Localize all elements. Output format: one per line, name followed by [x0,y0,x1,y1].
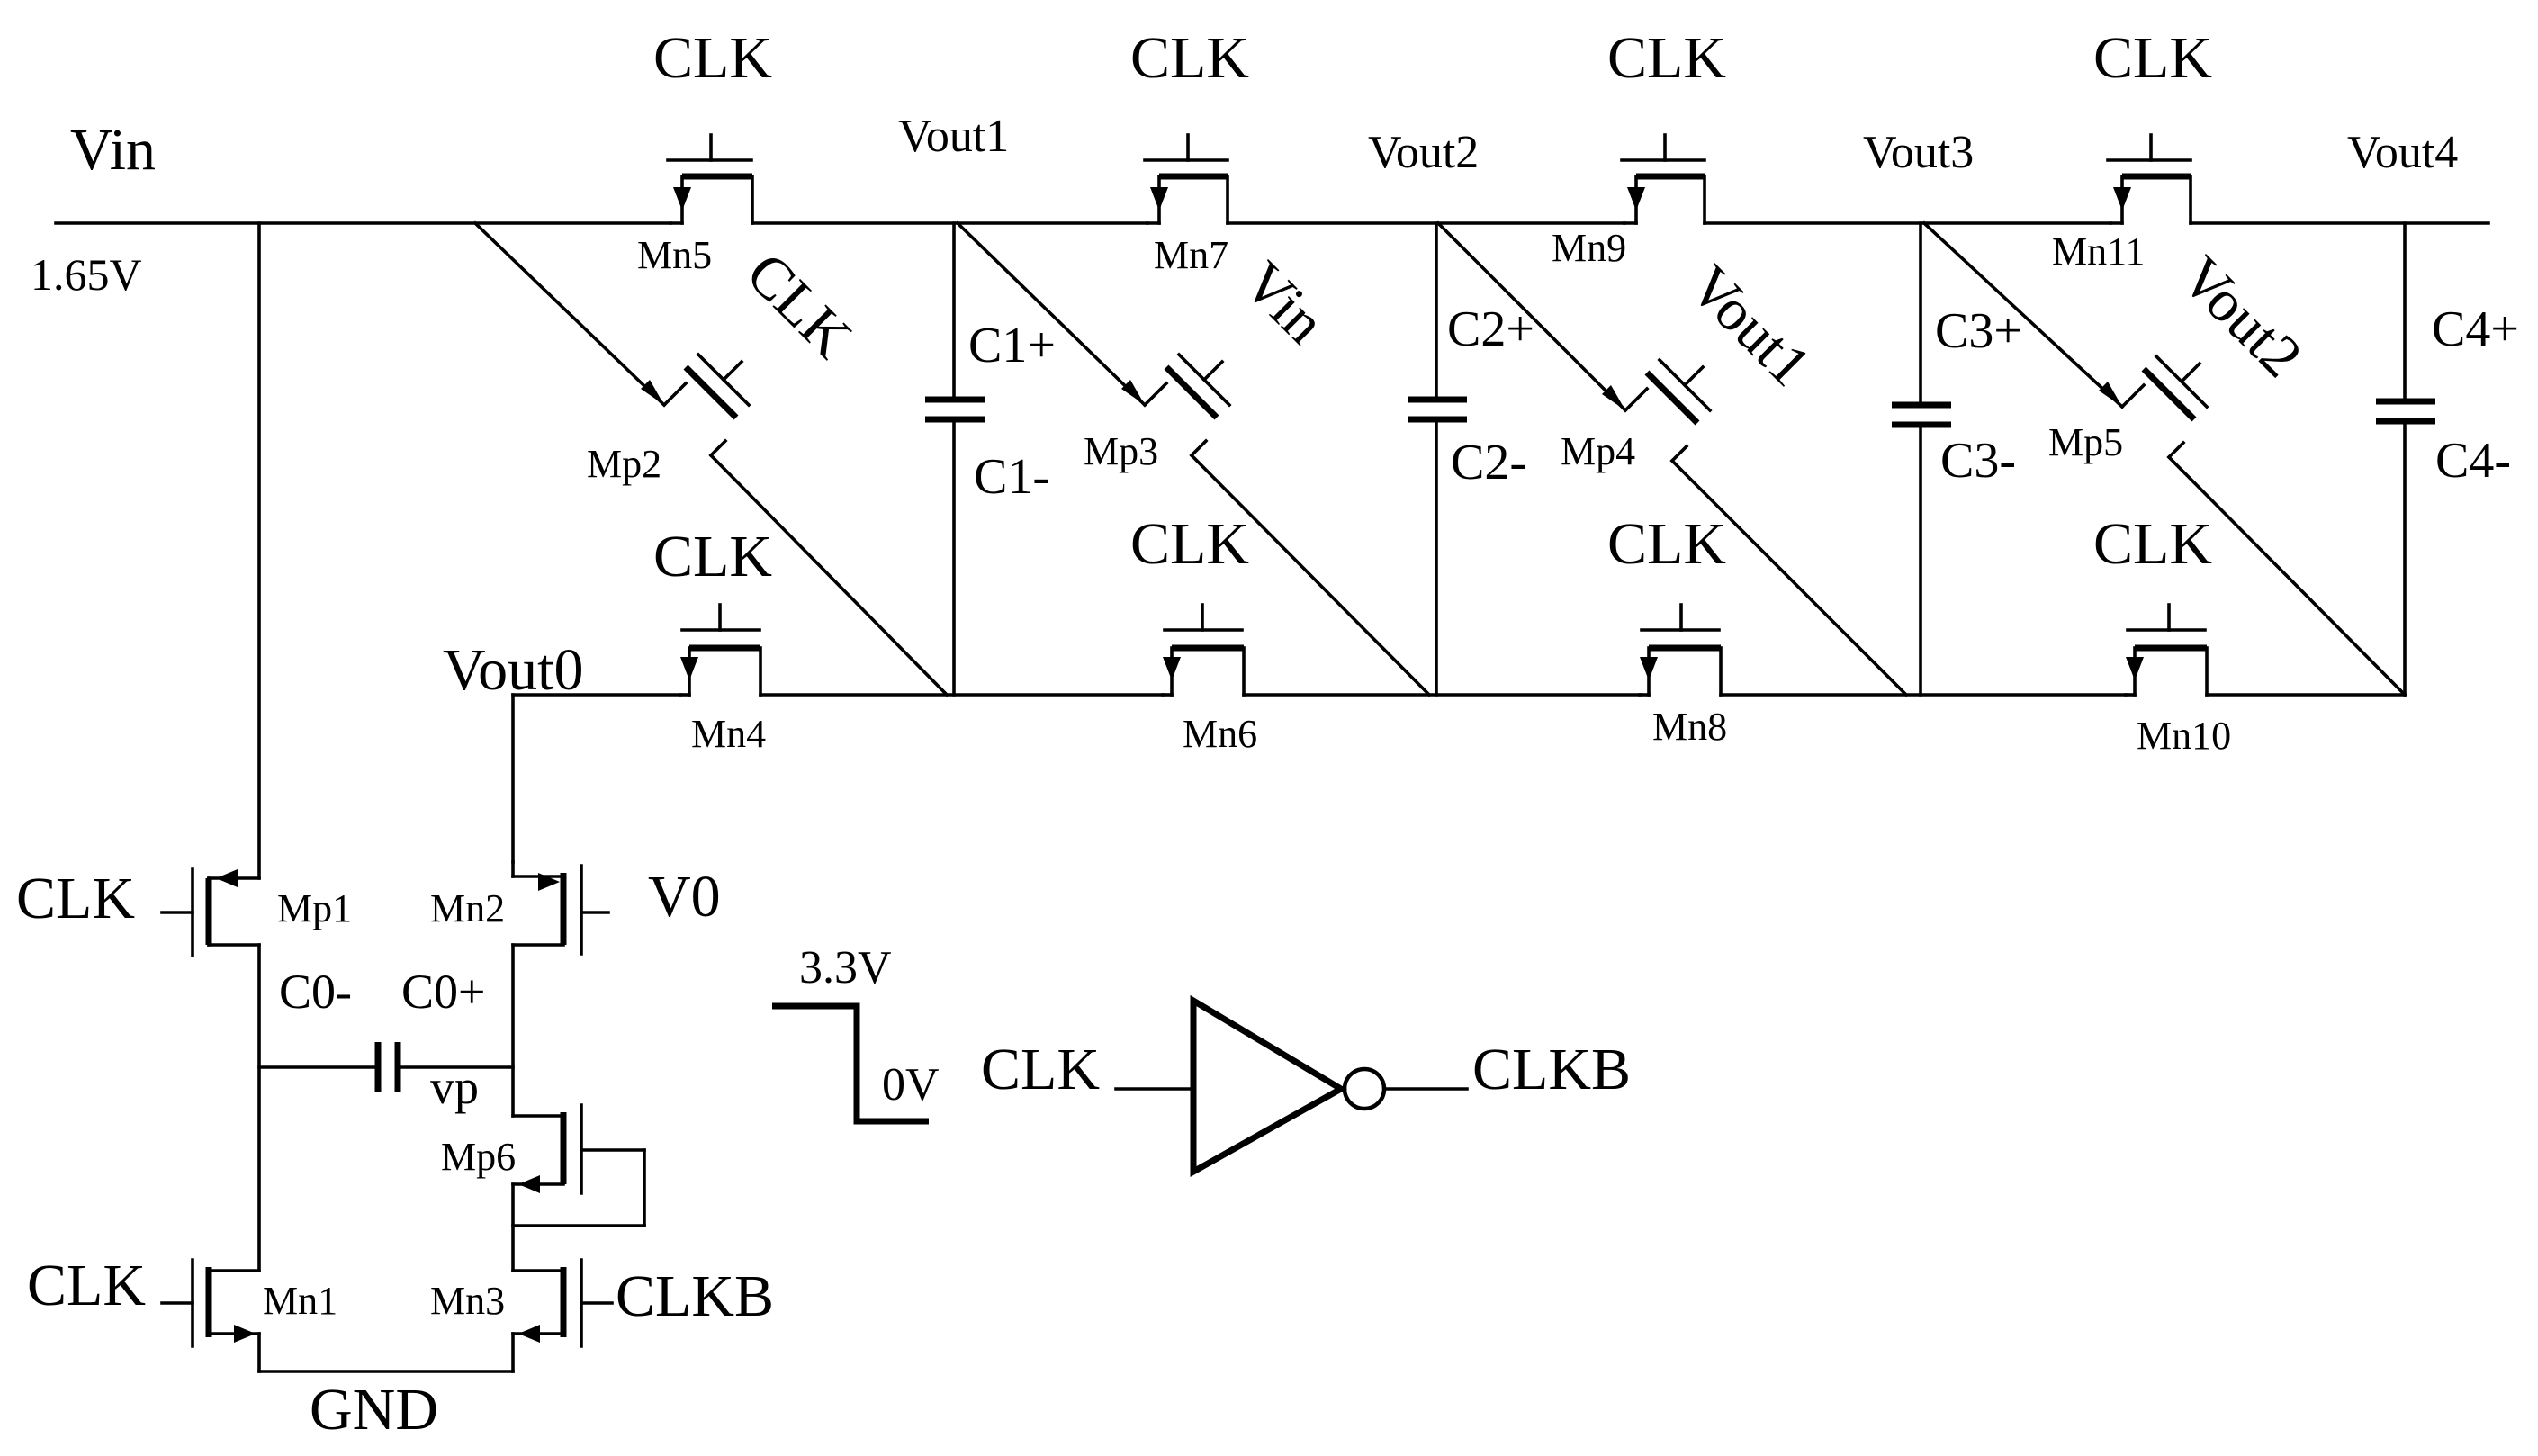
label-mn5: Mn5 [637,233,712,277]
labels: Vin 1.65V CLK CLK CLK CLK Vout1 Vout2 Vo… [16,25,2519,1443]
label-gate-mp3: Vin [1230,249,1337,356]
transistor-mn7 [1143,133,1229,225]
transistor-mn2 [511,864,610,1118]
label-c3m: C3- [1940,433,2016,489]
label-clk-mn1: CLK [27,1253,146,1318]
label-clk-mn10: CLK [2093,511,2212,577]
label-mn4: Mn4 [691,712,766,756]
label-gate-mp5: Vout2 [2168,244,2314,390]
label-mn10: Mn10 [2137,714,2231,758]
label-mn6: Mn6 [1183,712,1257,756]
label-clk-mn5: CLK [653,25,772,91]
transistor-mn5 [666,133,754,225]
capacitor-c4 [2376,221,2435,697]
label-clk-mn7: CLK [1130,25,1249,91]
label-c0m: C0- [279,965,352,1019]
label-c0p: C0+ [401,965,485,1019]
capacitor-c1 [925,221,985,697]
bottom-rail-wires [511,693,2407,864]
label-mn7: Mn7 [1154,233,1228,277]
label-mp1: Mp1 [277,886,352,930]
transistor-mp2 [472,220,950,697]
capacitor-c2 [1408,221,1467,697]
inverter-symbol [1114,994,1469,1177]
label-mn11: Mn11 [2052,229,2146,274]
label-mn3: Mn3 [430,1279,505,1323]
transistor-mp3 [955,220,1432,697]
transistor-mn10 [2124,603,2209,697]
label-gnd: GND [310,1377,438,1443]
label-vout3: Vout3 [1863,127,1974,178]
label-vp: vp [430,1060,479,1114]
transistor-mn8 [1638,603,1723,697]
label-mn9: Mn9 [1552,226,1626,270]
label-gate-mp4: Vout1 [1677,253,1822,399]
label-vout4: Vout4 [2347,127,2458,178]
label-c2p: C2+ [1447,301,1534,357]
label-mn8: Mn8 [1652,705,1727,749]
label-mp5: Mp5 [2048,420,2123,464]
label-vout1: Vout1 [898,111,1009,162]
label-inverter-out: CLKB [1472,1037,1631,1102]
label-mp3: Mp3 [1084,429,1158,473]
transistor-mn6 [1161,603,1246,697]
label-mn2: Mn2 [430,886,505,930]
label-mn1: Mn1 [263,1279,338,1323]
label-mp4: Mp4 [1561,429,1635,473]
label-mp6: Mp6 [441,1135,516,1179]
label-vout2: Vout2 [1368,127,1479,178]
transistor-mp5 [1922,220,2408,697]
left-vertical-wires [257,221,515,1373]
transistor-mn1 [160,1258,261,1348]
label-c1m: C1- [974,449,1049,505]
label-inverter-in: CLK [981,1037,1100,1102]
label-c4m: C4- [2435,433,2511,489]
transistor-mn11 [2106,133,2192,225]
label-clk-mn4: CLK [653,524,772,589]
transistor-mn9 [1620,133,1706,225]
label-vin: Vin [70,117,156,183]
label-c3p: C3+ [1935,303,2022,359]
label-mp2: Mp2 [587,442,662,486]
label-c2m: C2- [1451,435,1526,490]
label-pulse-high: 3.3V [799,942,892,993]
label-clk-mn11: CLK [2093,25,2212,91]
label-clk-mn6: CLK [1130,511,1249,577]
capacitor-c3 [1892,221,1951,697]
transistor-mp4 [1436,220,1909,697]
label-v0: V0 [648,864,721,930]
label-clk-mn9: CLK [1607,25,1726,91]
label-vout0: Vout0 [443,637,584,703]
label-c1p: C1+ [968,318,1056,373]
transistor-mn3 [511,1258,614,1348]
transistor-mn4 [679,603,762,697]
transistor-mp1 [160,867,261,957]
label-pulse-low: 0V [882,1059,940,1110]
label-vin-voltage: 1.65V [31,249,142,300]
clock-pulse-symbol [772,1002,929,1125]
capacitor-c0 [257,1042,515,1092]
label-clk-mp1: CLK [16,866,135,931]
label-clk-mn8: CLK [1607,511,1726,577]
label-c4p: C4+ [2432,301,2519,357]
label-gate-mp2: CLK [734,240,864,371]
label-clkb-mn3: CLKB [616,1263,774,1329]
transistor-mp6 [511,1103,646,1272]
